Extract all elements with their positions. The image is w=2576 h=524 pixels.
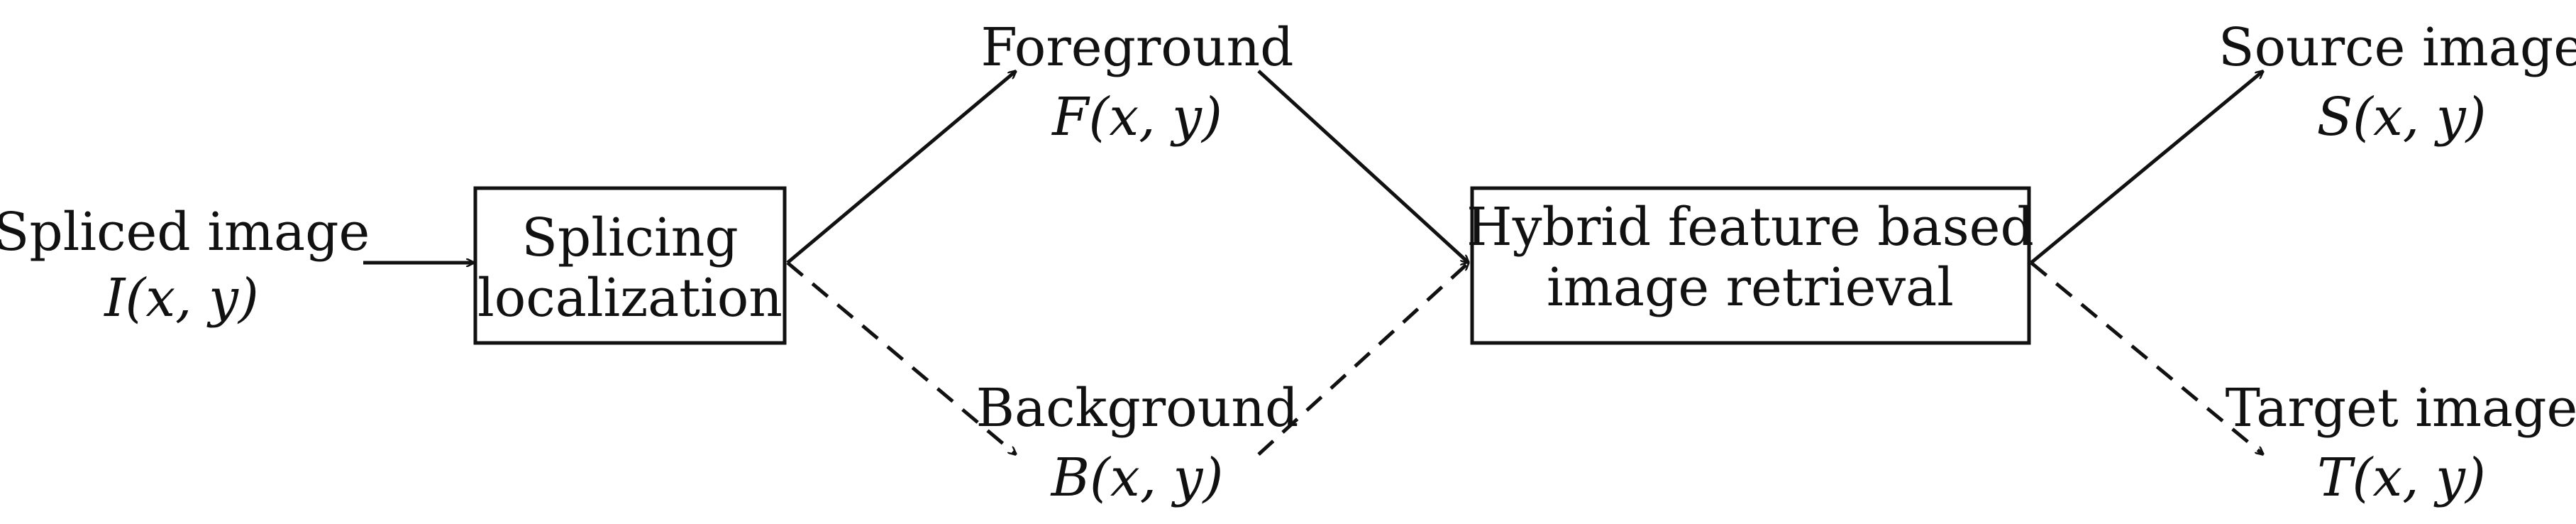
arrow-splicing-to-foreground (786, 71, 1016, 264)
source-image-math: S(x, y) (2316, 87, 2486, 148)
hybrid-retrieval-line1: Hybrid feature based (1466, 197, 2034, 258)
splicing-localization-box (473, 186, 787, 345)
splicing-localization-line1: Splicing (521, 207, 739, 268)
background-math: B(x, y) (1050, 447, 1224, 508)
spliced-image-math: I(x, y) (103, 268, 259, 329)
node-splicing-localization: Splicing localization (473, 186, 787, 345)
background-label: Background (976, 378, 1299, 439)
foreground-math: F(x, y) (1051, 87, 1222, 148)
target-image-math: T(x, y) (2317, 447, 2486, 508)
node-foreground: Foreground F(x, y) (980, 17, 1293, 148)
node-background: Background B(x, y) (976, 378, 1299, 508)
node-target-image: Target image T(x, y) (2226, 378, 2576, 508)
target-image-label: Target image (2226, 378, 2576, 439)
hybrid-retrieval-line2: image retrieval (1547, 257, 1954, 318)
hybrid-retrieval-box (1470, 186, 2031, 345)
spliced-image-label: Spliced image (0, 202, 370, 263)
arrow-background-to-retrieval (1257, 263, 1469, 456)
source-image-label: Source image (2218, 17, 2576, 78)
arrow-splicing-to-background (786, 261, 1016, 454)
node-spliced-image: Spliced image I(x, y) (0, 202, 370, 329)
edges (363, 71, 2263, 454)
arrow-retrieval-to-target (2030, 261, 2263, 454)
arrow-foreground-to-retrieval (1257, 70, 1469, 263)
foreground-label: Foreground (980, 17, 1293, 78)
node-hybrid-retrieval: Hybrid feature based image retrieval (1466, 186, 2034, 345)
node-source-image: Source image S(x, y) (2218, 17, 2576, 148)
splicing-localization-line2: localization (477, 268, 783, 329)
arrow-retrieval-to-source (2030, 71, 2263, 264)
